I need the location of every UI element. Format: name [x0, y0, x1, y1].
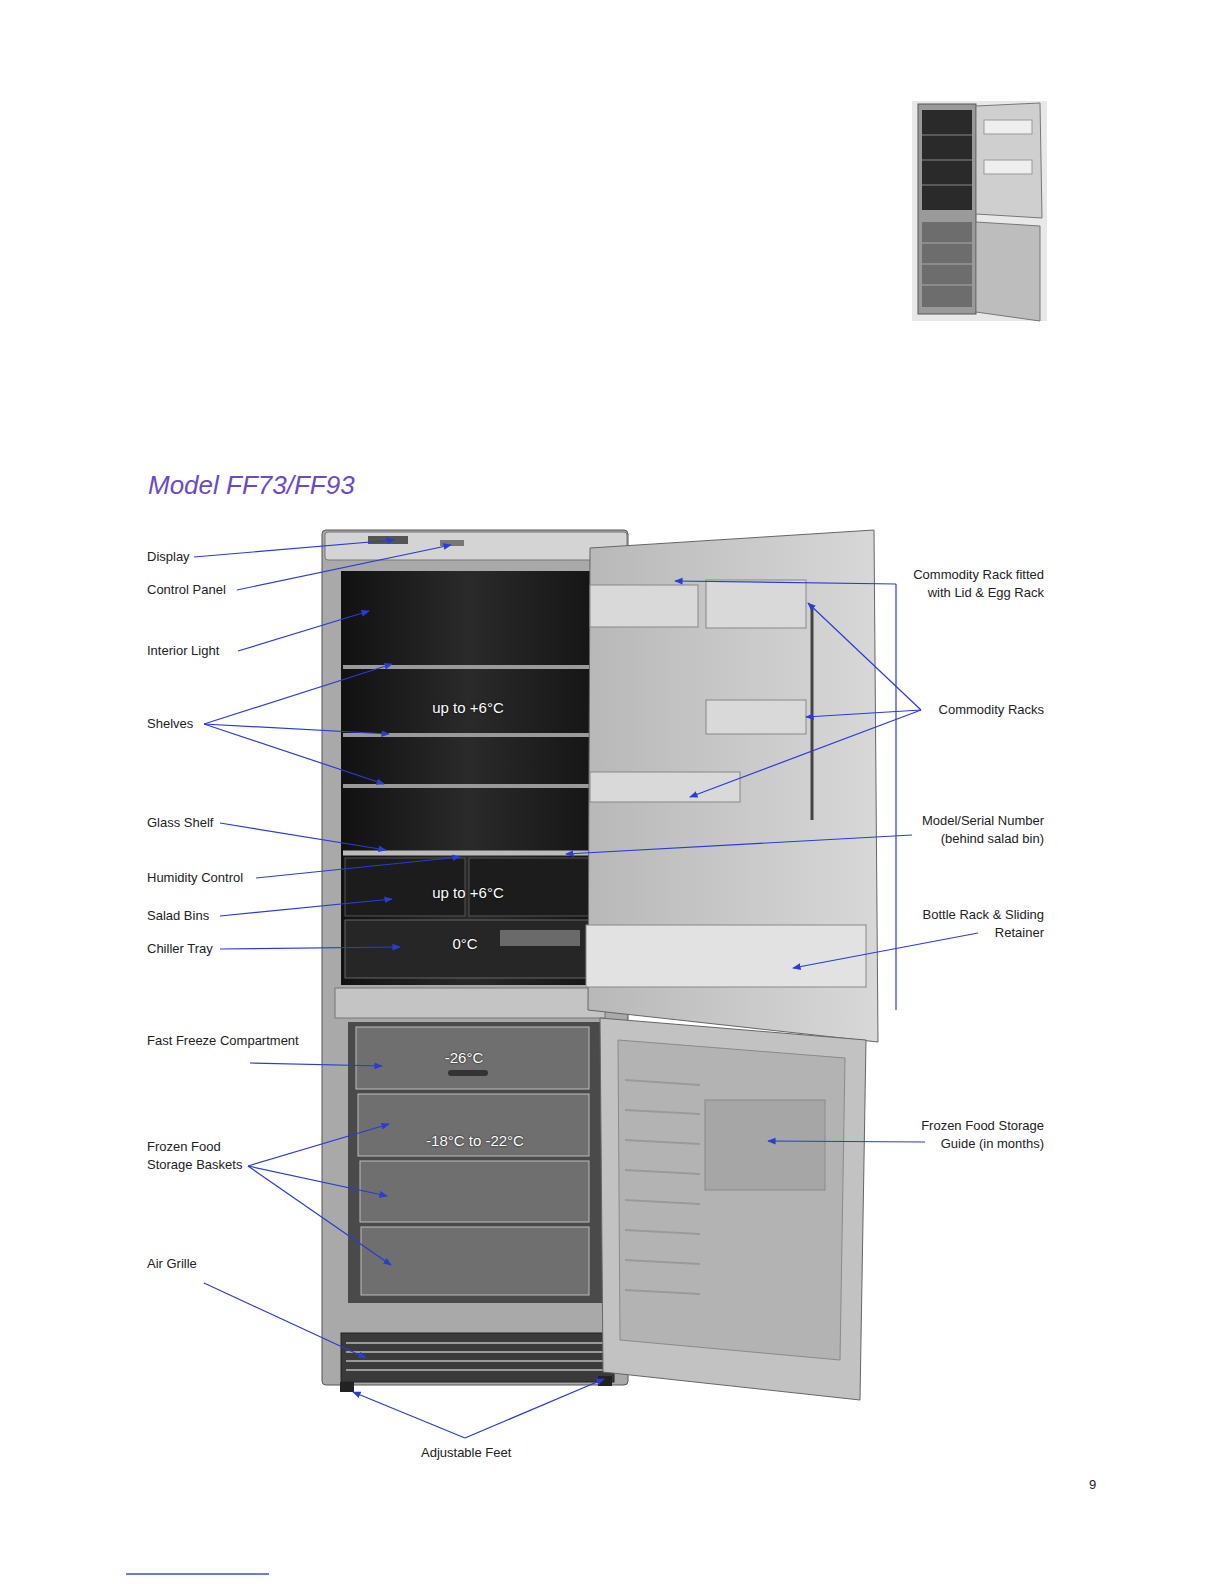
freezer-door [600, 1018, 866, 1400]
temperature-label: up to +6°C [432, 699, 503, 717]
temperature-label: up to +6°C [432, 884, 503, 902]
fridge-freezer [322, 530, 628, 1392]
callout-label: Frozen Food Storage Baskets [147, 1138, 252, 1174]
page-number: 9 [1089, 1476, 1096, 1494]
callout-label: Commodity Racks [939, 701, 1044, 719]
temperature-label: -26°C [445, 1049, 484, 1067]
callout-label: Interior Light [147, 642, 219, 660]
callout-label: Model/Serial Number (behind salad bin) [904, 812, 1044, 848]
callout-label: Humidity Control [147, 869, 243, 887]
callout-label: Adjustable Feet [421, 1444, 511, 1462]
callout-label: Frozen Food Storage Guide (in months) [912, 1117, 1044, 1153]
temperature-label: 0°C [452, 935, 477, 953]
callout-label: Commodity Rack fitted with Lid & Egg Rac… [894, 566, 1044, 602]
callout-label: Chiller Tray [147, 940, 213, 958]
temperature-label: -18°C to -22°C [426, 1132, 524, 1150]
model-title: Model FF73/FF93 [148, 470, 355, 501]
footer-rule [126, 1573, 269, 1575]
callout-label: Glass Shelf [147, 814, 213, 832]
callout-label: Air Grille [147, 1255, 197, 1273]
callout-label: Display [147, 548, 190, 566]
callout-label: Bottle Rack & Sliding Retainer [908, 906, 1044, 942]
leader-lines [194, 540, 978, 1438]
callout-label: Fast Freeze Compartment [147, 1032, 299, 1050]
callout-label: Shelves [147, 715, 193, 733]
callout-label: Control Panel [147, 581, 226, 599]
fridge-door [586, 530, 878, 1042]
callout-label: Salad Bins [147, 907, 209, 925]
thumbnail-photo [912, 101, 1047, 321]
